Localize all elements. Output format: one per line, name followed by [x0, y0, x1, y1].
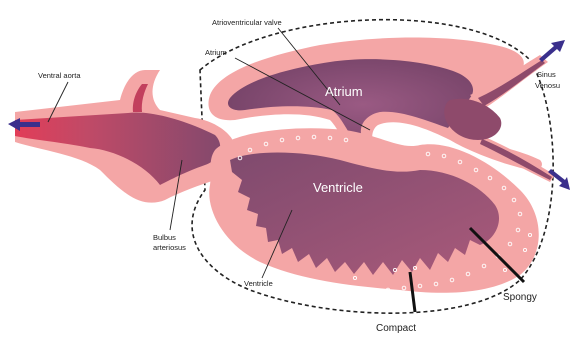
label-ventricle-big: Ventricle — [313, 180, 363, 195]
label-spongy: Spongy — [503, 292, 537, 303]
label-arteriosus: arteriosus — [153, 243, 186, 252]
arrow-in-top-icon — [539, 40, 565, 62]
label-atrium-small: Atrium — [205, 48, 227, 57]
label-sinus: Sinus — [537, 70, 556, 79]
label-ventricle-small: Ventricle — [244, 279, 273, 288]
label-venosus: Venosu — [535, 81, 560, 90]
label-ventral-aorta: Ventral aorta — [38, 71, 81, 80]
label-atrioventricular-valve: Atrioventricular valve — [212, 18, 282, 27]
label-compact: Compact — [376, 323, 416, 334]
label-bulbus: Bulbus — [153, 233, 176, 242]
label-atrium-big: Atrium — [325, 84, 363, 99]
